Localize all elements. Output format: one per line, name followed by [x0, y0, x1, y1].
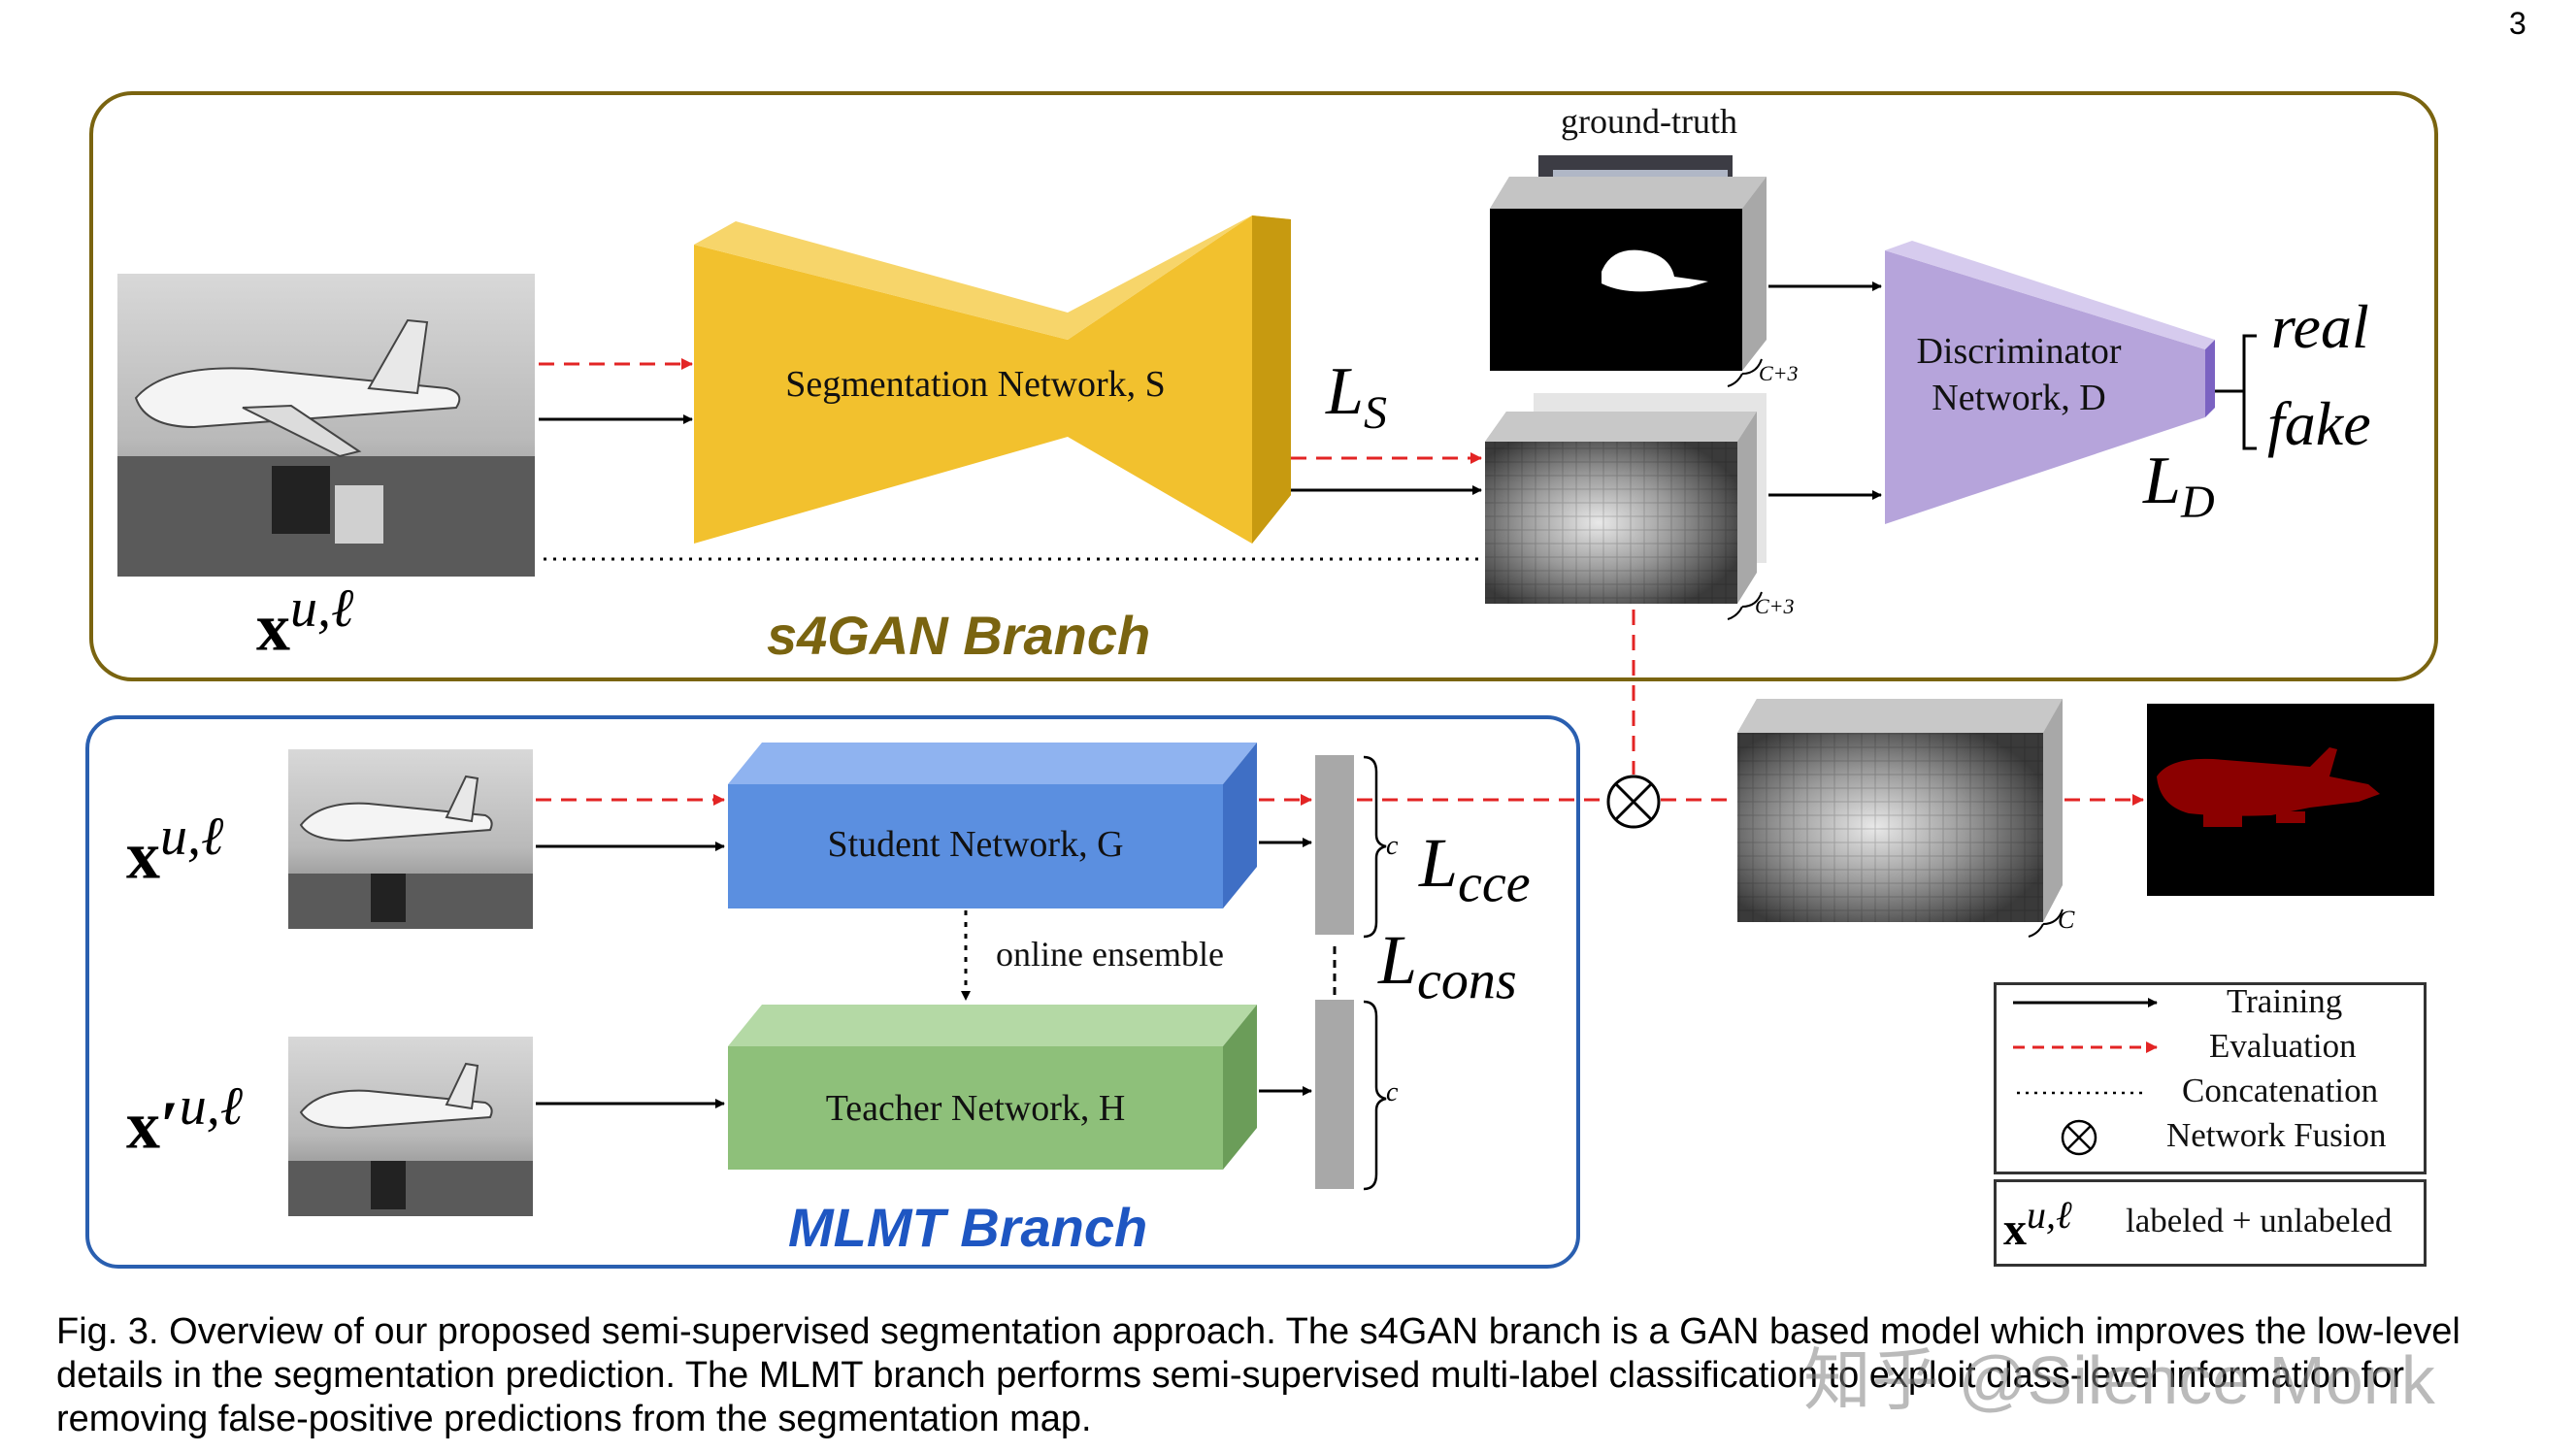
loss-discriminator: LD	[2143, 444, 2215, 528]
legend-fusion-icon	[2061, 1119, 2097, 1156]
teacher-input-image	[288, 1037, 533, 1216]
fused-channel-brace	[2028, 908, 2064, 938]
teacher-network-shape	[728, 1005, 1257, 1170]
discriminator-label-line2: Network, D	[1932, 378, 2106, 418]
legend-box	[1994, 982, 2427, 1174]
student-brace	[1363, 755, 1387, 939]
discriminator-label-line1: Discriminator	[1916, 331, 2122, 372]
mlmt-branch-panel	[85, 715, 1580, 1269]
page-number: 3	[2509, 6, 2526, 41]
teacher-network-label: Teacher Network, H	[825, 1088, 1126, 1129]
network-fusion-symbol	[1606, 775, 1661, 829]
fused-prediction-stack	[1737, 699, 2063, 922]
legend-evaluation-label: Evaluation	[2209, 1027, 2357, 1065]
input-symbol-teacher: x′u,ℓ	[126, 1076, 244, 1164]
legend-labeled-unlabeled: labeled + unlabeled	[2126, 1202, 2393, 1239]
s4gan-branch-title: s4GAN Branch	[767, 605, 1151, 666]
legend-input-symbol: xu,ℓ	[2003, 1193, 2072, 1255]
segmentation-network-shape	[694, 215, 1291, 544]
teacher-vector-size: c	[1386, 1077, 1399, 1107]
pred-channel-label: C+3	[1755, 594, 1795, 618]
real-label: real	[2271, 292, 2369, 361]
caption-line-1: Fig. 3. Overview of our proposed semi-su…	[56, 1311, 2460, 1352]
input-symbol-student: xu,ℓ	[126, 807, 224, 894]
legend-concatenation-label: Concatenation	[2182, 1072, 2379, 1109]
student-class-vector	[1315, 755, 1354, 935]
ground-truth-label: ground-truth	[1561, 102, 1737, 141]
figure-caption: Fig. 3. Overview of our proposed semi-su…	[56, 1310, 2541, 1441]
teacher-class-vector	[1315, 1000, 1354, 1189]
pred-channel-brace	[1727, 591, 1763, 620]
online-ensemble-label: online ensemble	[996, 935, 1224, 974]
segmentation-prediction-stack	[1485, 393, 1767, 604]
student-network-shape	[728, 743, 1257, 908]
legend-training-label: Training	[2227, 982, 2343, 1020]
student-input-image	[288, 749, 533, 929]
input-symbol-top: xu,ℓ	[256, 578, 354, 666]
ground-truth-stack	[1490, 155, 1767, 371]
real-fake-brace	[2215, 334, 2257, 450]
gt-channel-label: C+3	[1759, 361, 1799, 385]
discriminator-shape	[1885, 241, 2215, 524]
caption-line-3: removing false-positive predictions from…	[56, 1399, 1092, 1439]
student-network-label: Student Network, G	[827, 824, 1124, 865]
fake-label: fake	[2267, 389, 2371, 458]
segmentation-network-label: Segmentation Network, S	[785, 364, 1166, 405]
caption-line-2: details in the segmentation prediction. …	[56, 1355, 2404, 1396]
gt-channel-brace	[1727, 358, 1763, 387]
loss-cce: Lcce	[1419, 824, 1531, 914]
fused-channel-label: C	[2058, 906, 2075, 934]
legend-input-box	[1994, 1179, 2427, 1267]
mlmt-branch-title: MLMT Branch	[788, 1197, 1148, 1258]
teacher-brace	[1363, 1000, 1387, 1191]
s4gan-branch-panel	[89, 91, 2438, 681]
input-image-airplane	[117, 274, 535, 577]
final-segmentation-output	[2147, 704, 2434, 896]
legend-fusion-label: Network Fusion	[2166, 1116, 2387, 1154]
loss-segmentation: LS	[1326, 354, 1387, 439]
student-vector-size: c	[1386, 831, 1399, 861]
watermark: 知乎 @Silence Monk	[1803, 1342, 2435, 1418]
loss-cons: Lcons	[1378, 921, 1517, 1011]
